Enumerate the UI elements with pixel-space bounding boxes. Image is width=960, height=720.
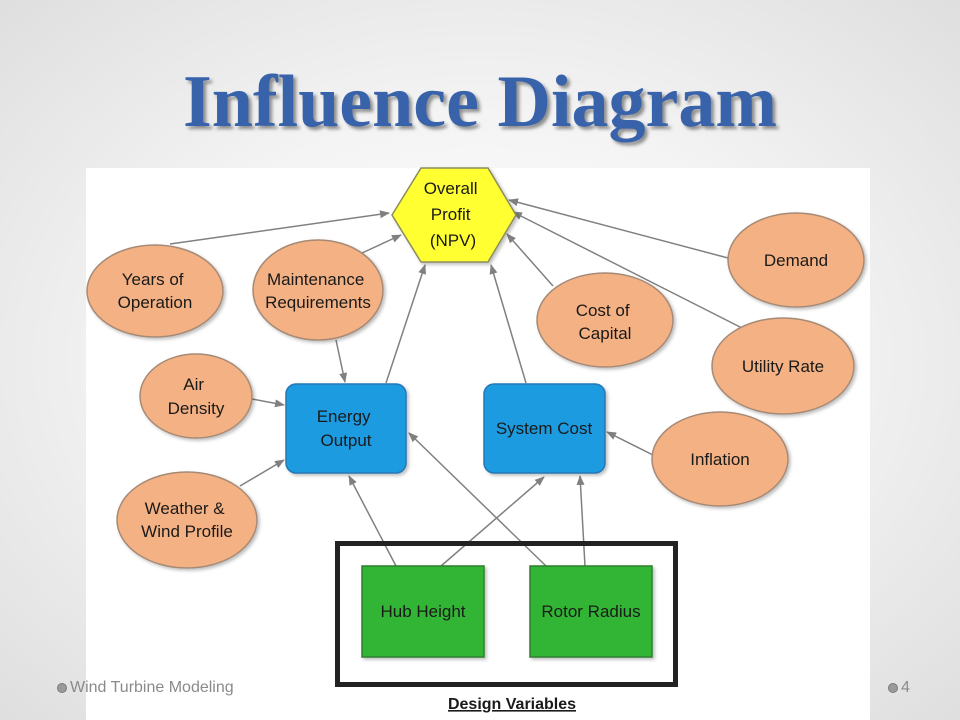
page-number: 4 [901, 679, 910, 696]
node-label-line: Output [320, 431, 371, 450]
node-shape [116, 471, 258, 569]
arrow-rotor-to-system-cost [576, 475, 586, 567]
footer-right: 4 [888, 679, 910, 697]
node-shape [361, 565, 485, 658]
node-label: Cost of Capital [576, 301, 635, 343]
arrow-years-to-profit [169, 210, 390, 245]
node-shape [139, 353, 253, 439]
slide-title: Influence Diagram [183, 61, 777, 143]
node-air-density: Air Density [139, 353, 253, 439]
node-overall-profit: Overall Profit (NPV) [391, 167, 517, 263]
node-label-line: Maintenance [267, 270, 364, 289]
node-shape [711, 317, 855, 415]
footer-text: Wind Turbine Modeling [70, 679, 234, 696]
node-shape [252, 239, 384, 341]
bullet-icon [888, 683, 898, 693]
arrow-maintenance-to-energy [335, 339, 348, 383]
arrow-air-to-energy [251, 398, 285, 408]
arrow-energy-to-profit [385, 264, 426, 384]
node-shape [536, 272, 674, 368]
node-label: Years of Operation [118, 270, 193, 312]
arrow-hub-to-energy [348, 475, 397, 567]
node-label-line: Hub Height [380, 602, 465, 621]
node-label-line: Weather & [145, 499, 226, 518]
node-label: Air Density [168, 375, 225, 418]
arrow-hub-to-system-cost [440, 476, 545, 567]
footer-left: Wind Turbine Modeling [57, 679, 234, 697]
design-variables-frame [335, 541, 678, 687]
node-inflation: Inflation [651, 411, 789, 507]
node-label: Energy Output [317, 407, 376, 450]
arrows [169, 198, 743, 567]
node-label-line: (NPV) [430, 231, 476, 250]
node-label-line: Capital [579, 324, 632, 343]
arrow-system-cost-to-profit [489, 264, 527, 384]
node-shape [86, 244, 224, 338]
node-shape [391, 167, 517, 263]
node-label: Hub Height [380, 602, 465, 621]
node-shape [529, 565, 653, 658]
node-label-line: Cost of [576, 301, 630, 320]
node-shape [651, 411, 789, 507]
arrow-capital-to-profit [506, 233, 554, 287]
node-label-line: Inflation [690, 450, 750, 469]
node-label: System Cost [496, 419, 593, 438]
node-shape [285, 383, 407, 474]
arrow-utility-to-profit [512, 211, 743, 329]
node-label-line: Overall [424, 179, 478, 198]
node-label-line: Demand [764, 251, 828, 270]
node-label-line: Air [183, 375, 204, 394]
node-label-line: Rotor Radius [541, 602, 640, 621]
node-label-line: Energy [317, 407, 371, 426]
node-shape [727, 212, 865, 308]
node-hub-height: Hub Height [361, 565, 485, 658]
arrow-inflation-to-system-cost [606, 431, 654, 456]
node-label: Weather & Wind Profile [141, 499, 233, 541]
node-energy-output: Energy Output [285, 383, 407, 474]
node-years-of-operation: Years of Operation [86, 244, 224, 338]
node-maintenance-requirements: Maintenance Requirements [252, 239, 384, 341]
node-label-line: Density [168, 399, 225, 418]
node-demand: Demand [727, 212, 865, 308]
node-label: Demand [764, 251, 828, 270]
node-weather-wind-profile: Weather & Wind Profile [116, 471, 258, 569]
node-label-line: Requirements [265, 293, 371, 312]
bullet-icon [57, 683, 67, 693]
node-label: Utility Rate [742, 357, 824, 376]
node-label-line: System Cost [496, 419, 593, 438]
design-variables-label: Design Variables [448, 696, 576, 713]
node-system-cost: System Cost [483, 383, 606, 474]
node-label-line: Years of [122, 270, 184, 289]
node-cost-of-capital: Cost of Capital [536, 272, 674, 368]
node-label-line: Profit [431, 205, 471, 224]
node-label: Rotor Radius [541, 602, 640, 621]
node-label: Maintenance Requirements [265, 270, 371, 312]
arrow-demand-to-profit [508, 198, 729, 259]
node-label: Inflation [690, 450, 750, 469]
arrow-weather-to-energy [239, 459, 285, 487]
node-shape [483, 383, 606, 474]
node-rotor-radius: Rotor Radius [529, 565, 653, 658]
node-label-line: Operation [118, 293, 193, 312]
node-utility-rate: Utility Rate [711, 317, 855, 415]
node-label-line: Wind Profile [141, 522, 233, 541]
node-label: Overall Profit (NPV) [424, 179, 483, 250]
arrow-maintenance-to-profit [361, 234, 402, 254]
node-label-line: Utility Rate [742, 357, 824, 376]
